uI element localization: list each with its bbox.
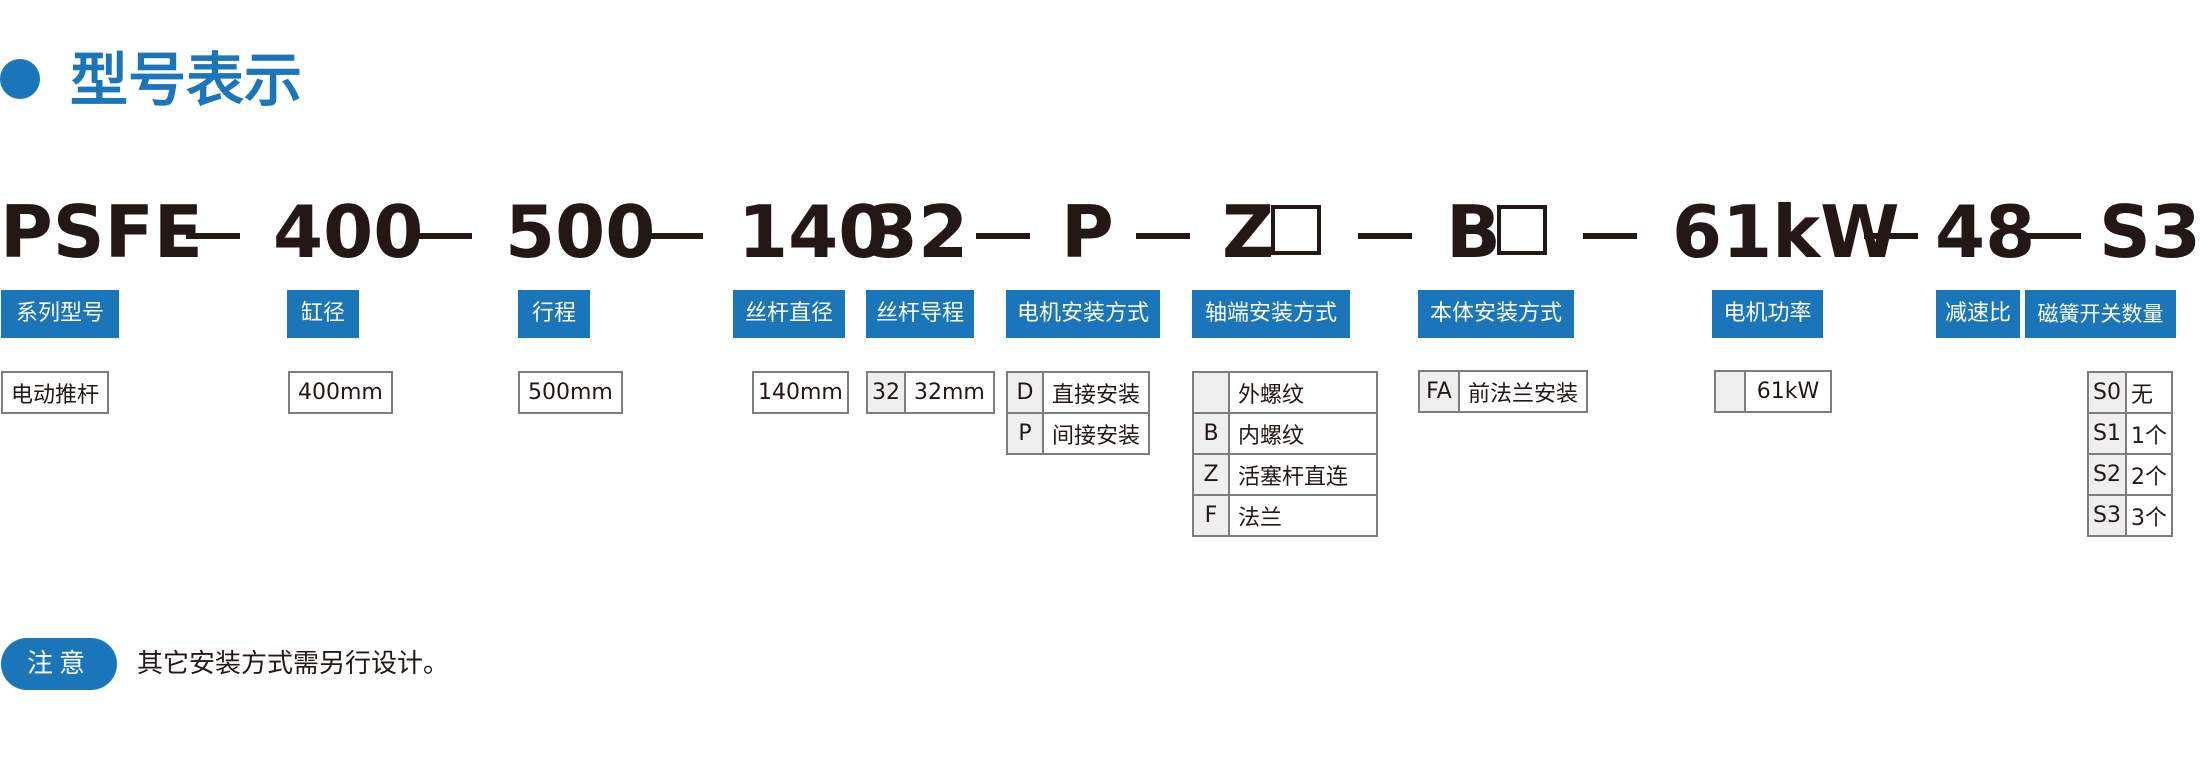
label-motor-mount: 电机安装方式 — [1006, 290, 1160, 338]
option-desc: 间接安装 — [1041, 412, 1151, 455]
table-row: 500mm — [518, 371, 623, 414]
table-row: 32 32mm — [866, 371, 995, 414]
code-screw-dia: 140 — [738, 190, 889, 274]
table-row: Z 活塞杆直连 — [1192, 453, 1378, 496]
option-desc: 2个 — [2125, 453, 2173, 496]
label-ratio: 减速比 — [1936, 290, 2020, 338]
label-screw-lead: 丝杆导程 — [866, 290, 974, 338]
options-switch-qty: S0 无 S1 1个 S2 2个 S3 3个 — [2087, 371, 2173, 537]
code-dash — [1864, 233, 1918, 239]
option-code: B — [1192, 412, 1230, 455]
options-motor-mount: D 直接安装 P 间接安装 — [1006, 371, 1151, 455]
note-badge: 注意 — [1, 638, 117, 690]
table-row: S3 3个 — [2087, 494, 2173, 537]
table-row: F 法兰 — [1192, 494, 1378, 537]
option-desc: 61kW — [1744, 370, 1832, 413]
code-motor-mount: P — [1061, 190, 1114, 274]
table-row: S1 1个 — [2087, 412, 2173, 455]
code-motor-power: 61kW — [1672, 190, 1900, 274]
options-bore: 400mm — [288, 371, 393, 414]
page-title: 型号表示 — [70, 46, 303, 114]
option-code: S1 — [2087, 412, 2127, 455]
table-row: 140mm — [752, 371, 849, 414]
code-dash — [976, 233, 1030, 239]
code-dash — [1136, 233, 1190, 239]
option-desc: 3个 — [2125, 494, 2173, 537]
options-series: 电动推杆 — [0, 371, 110, 414]
code-dash — [1358, 233, 1412, 239]
table-row: 外螺纹 — [1192, 371, 1378, 414]
options-body-mount: FA 前法兰安装 — [1418, 370, 1589, 413]
code-dash — [186, 233, 240, 239]
options-motor-power: 61kW — [1714, 370, 1832, 413]
option-code: S0 — [2087, 371, 2127, 414]
code-series: PSFE — [0, 190, 203, 274]
option-desc: 无 — [2125, 371, 2173, 414]
label-series: 系列型号 — [1, 290, 119, 338]
table-row: 400mm — [288, 371, 393, 414]
option-desc: 32mm — [904, 371, 995, 414]
option-desc: 直接安装 — [1041, 371, 1151, 414]
code-stroke: 500 — [505, 190, 656, 274]
option-desc: 电动推杆 — [0, 371, 110, 414]
option-desc: 活塞杆直连 — [1228, 453, 1378, 496]
options-screw-dia: 140mm — [752, 371, 849, 414]
options-stroke: 500mm — [518, 371, 623, 414]
code-dash — [649, 233, 703, 239]
code-dash — [2027, 233, 2081, 239]
table-row: P 间接安装 — [1006, 412, 1151, 455]
table-row: 61kW — [1714, 370, 1832, 413]
title-bullet-icon — [0, 59, 40, 99]
option-code: S3 — [2087, 494, 2127, 537]
code-body-mount: B — [1446, 190, 1501, 274]
option-code: Z — [1192, 453, 1230, 496]
table-row: D 直接安装 — [1006, 371, 1151, 414]
note-text: 其它安装方式需另行设计。 — [137, 649, 450, 679]
code-switch-qty: S3 — [2099, 190, 2201, 274]
code-screw-lead: 32 — [868, 190, 969, 274]
placeholder-box-icon — [1271, 205, 1321, 255]
option-desc: 法兰 — [1228, 494, 1378, 537]
option-desc: 外螺纹 — [1228, 371, 1378, 414]
option-desc: 1个 — [2125, 412, 2173, 455]
code-rod-end: Z — [1222, 190, 1275, 274]
label-stroke: 行程 — [518, 290, 590, 338]
label-body-mount: 本体安装方式 — [1418, 290, 1574, 338]
label-rod-end: 轴端安装方式 — [1192, 290, 1350, 338]
option-code: FA — [1418, 370, 1460, 413]
option-desc: 前法兰安装 — [1457, 370, 1589, 413]
table-row: B 内螺纹 — [1192, 412, 1378, 455]
option-code: F — [1192, 494, 1230, 537]
option-code: S2 — [2087, 453, 2127, 496]
code-ratio: 48 — [1935, 190, 2036, 274]
table-row: 电动推杆 — [0, 371, 110, 414]
options-rod-end: 外螺纹 B 内螺纹 Z 活塞杆直连 F 法兰 — [1192, 371, 1378, 537]
table-row: S2 2个 — [2087, 453, 2173, 496]
placeholder-box-icon — [1497, 205, 1547, 255]
label-motor-power: 电机功率 — [1712, 290, 1823, 338]
option-desc: 140mm — [752, 371, 849, 414]
table-row: S0 无 — [2087, 371, 2173, 414]
label-screw-dia: 丝杆直径 — [733, 290, 845, 338]
label-bore: 缸径 — [287, 290, 359, 338]
option-code — [1192, 371, 1230, 414]
option-desc: 内螺纹 — [1228, 412, 1378, 455]
option-code: P — [1006, 412, 1044, 455]
option-desc: 500mm — [518, 371, 623, 414]
options-screw-lead: 32 32mm — [866, 371, 995, 414]
code-dash — [1583, 233, 1637, 239]
option-code: D — [1006, 371, 1044, 414]
label-switch-qty: 磁簧开关数量 — [2025, 290, 2176, 338]
option-code — [1714, 370, 1746, 413]
table-row: FA 前法兰安装 — [1418, 370, 1589, 413]
code-bore: 400 — [273, 190, 424, 274]
option-code: 32 — [866, 371, 906, 414]
code-dash — [418, 233, 472, 239]
option-desc: 400mm — [288, 371, 393, 414]
